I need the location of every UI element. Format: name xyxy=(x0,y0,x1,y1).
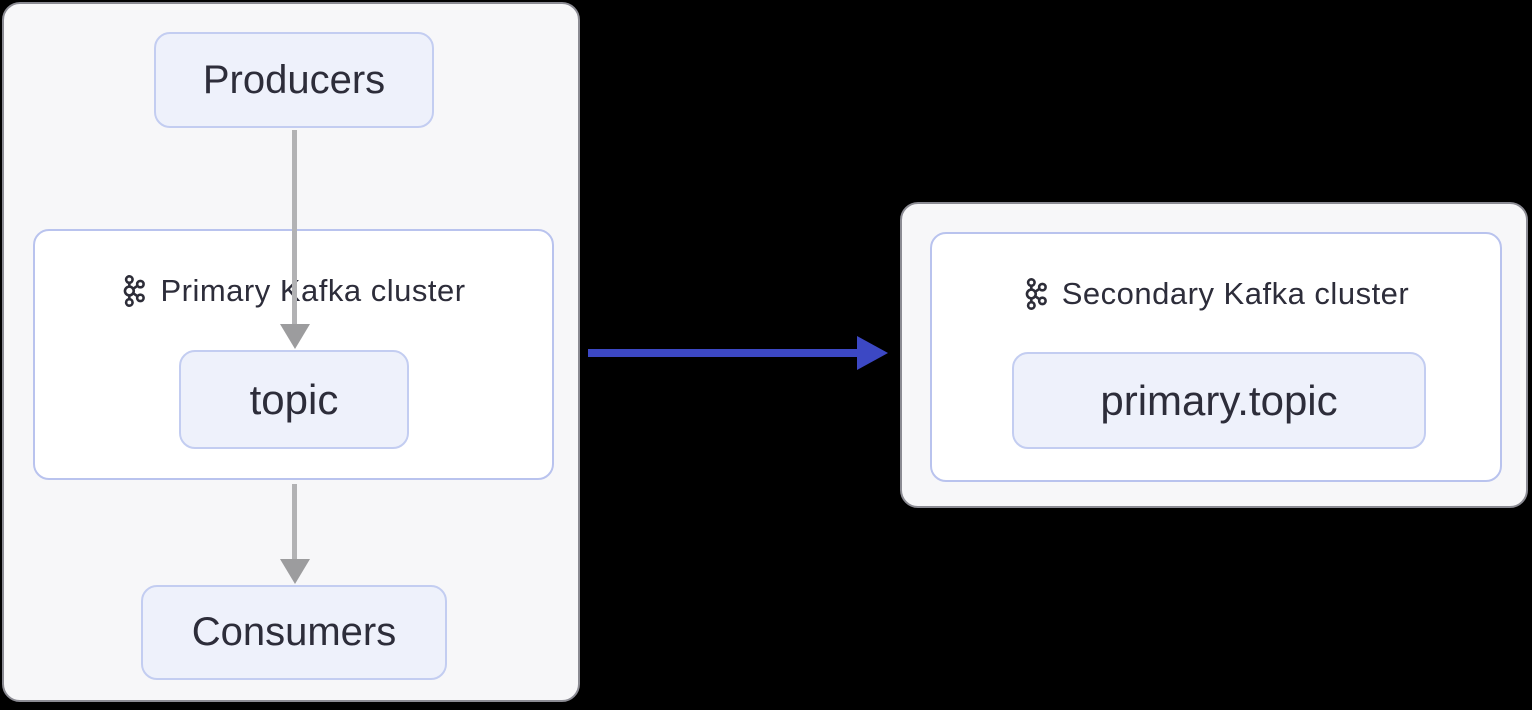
consumers-label: Consumers xyxy=(191,610,397,654)
primary-cluster-header: Primary Kafka cluster xyxy=(35,273,552,309)
primary-to-secondary-arrow-head-icon xyxy=(857,336,888,370)
mirrored-topic-label: primary.topic xyxy=(1100,376,1338,424)
secondary-kafka-cluster-box: Secondary Kafka cluster primary.topic xyxy=(930,232,1502,482)
producers-label: Producers xyxy=(202,57,386,102)
producers-node: Producers xyxy=(154,32,434,128)
consumers-node: Consumers xyxy=(141,585,447,680)
primary-side-panel: Producers Primary Kafka cluster top xyxy=(2,2,580,702)
secondary-cluster-header: Secondary Kafka cluster xyxy=(932,276,1500,312)
topic-label: topic xyxy=(249,375,339,423)
cluster-to-consumers-arrow-line xyxy=(292,484,297,561)
kafka-icon xyxy=(121,274,146,308)
producers-to-topic-arrow-line xyxy=(292,130,297,326)
kafka-icon xyxy=(1023,277,1048,311)
cluster-to-consumers-arrow-head-icon xyxy=(280,559,310,584)
secondary-cluster-label: Secondary Kafka cluster xyxy=(1061,276,1410,311)
primary-cluster-label: Primary Kafka cluster xyxy=(160,273,466,308)
mirrored-topic-node: primary.topic xyxy=(1012,352,1426,449)
producers-to-topic-arrow-head-icon xyxy=(280,324,310,349)
topic-node: topic xyxy=(179,350,409,449)
secondary-side-panel: Secondary Kafka cluster primary.topic xyxy=(900,202,1528,508)
primary-to-secondary-arrow-line xyxy=(588,349,860,357)
